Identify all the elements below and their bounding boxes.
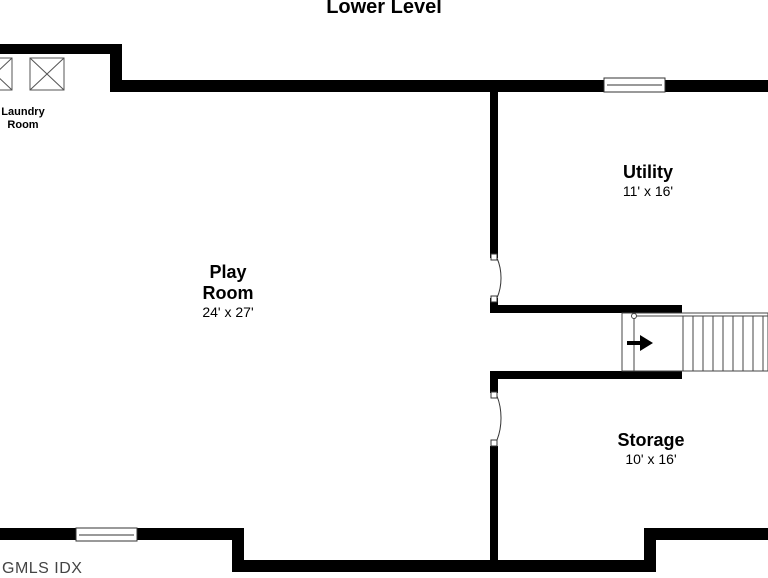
window-utility-top <box>603 77 666 93</box>
storage-room-label: Storage 10' x 16' <box>596 430 706 467</box>
watermark-text: GMLS IDX <box>2 560 83 577</box>
plan-title: Lower Level <box>326 0 442 18</box>
wall-top-left-segment <box>0 44 122 54</box>
windows <box>75 77 666 542</box>
wall-utility-left-upper <box>490 92 498 258</box>
exterior-walls <box>0 44 768 572</box>
stairs <box>621 312 768 372</box>
wall-bottom-right <box>644 528 768 540</box>
door-utility <box>490 253 502 303</box>
wall-bottom-main <box>232 560 656 572</box>
wall-storage-top <box>490 371 682 379</box>
stair-treads <box>633 315 768 371</box>
utility-room-dimensions: 11' x 16' <box>622 183 674 199</box>
laundry-room-name-line1: Laundry <box>1 106 45 118</box>
utility-room-label: Utility 11' x 16' <box>598 162 698 199</box>
wall-storage-left-upper <box>490 371 498 393</box>
laundry-doors <box>0 57 65 91</box>
laundry-door-right <box>29 57 65 91</box>
laundry-room-name-line2: Room <box>7 119 39 131</box>
play-room-dimensions: 24' x 27' <box>202 304 254 320</box>
stairs-outline <box>621 312 768 372</box>
interior-walls <box>490 92 682 564</box>
play-room-name-line1: Play <box>209 262 247 282</box>
laundry-door-left <box>0 57 13 91</box>
utility-room-name: Utility <box>622 162 673 182</box>
play-room-label: Play Room 24' x 27' <box>178 262 278 320</box>
laundry-room-label: Laundry Room <box>0 106 48 132</box>
wall-top-right <box>665 80 768 92</box>
window-play-bottom <box>75 527 138 542</box>
storage-room-dimensions: 10' x 16' <box>625 451 677 467</box>
stairs-direction-arrow-icon <box>627 335 653 351</box>
wall-bottom-left <box>0 528 76 540</box>
wall-top-main <box>110 80 604 92</box>
wall-storage-left-lower <box>490 446 498 564</box>
play-room-name-line2: Room <box>202 283 254 303</box>
door-storage <box>490 391 502 447</box>
wall-bottom-left-mid <box>137 528 244 540</box>
storage-room-name: Storage <box>617 430 685 450</box>
wall-utility-bottom <box>490 305 682 313</box>
